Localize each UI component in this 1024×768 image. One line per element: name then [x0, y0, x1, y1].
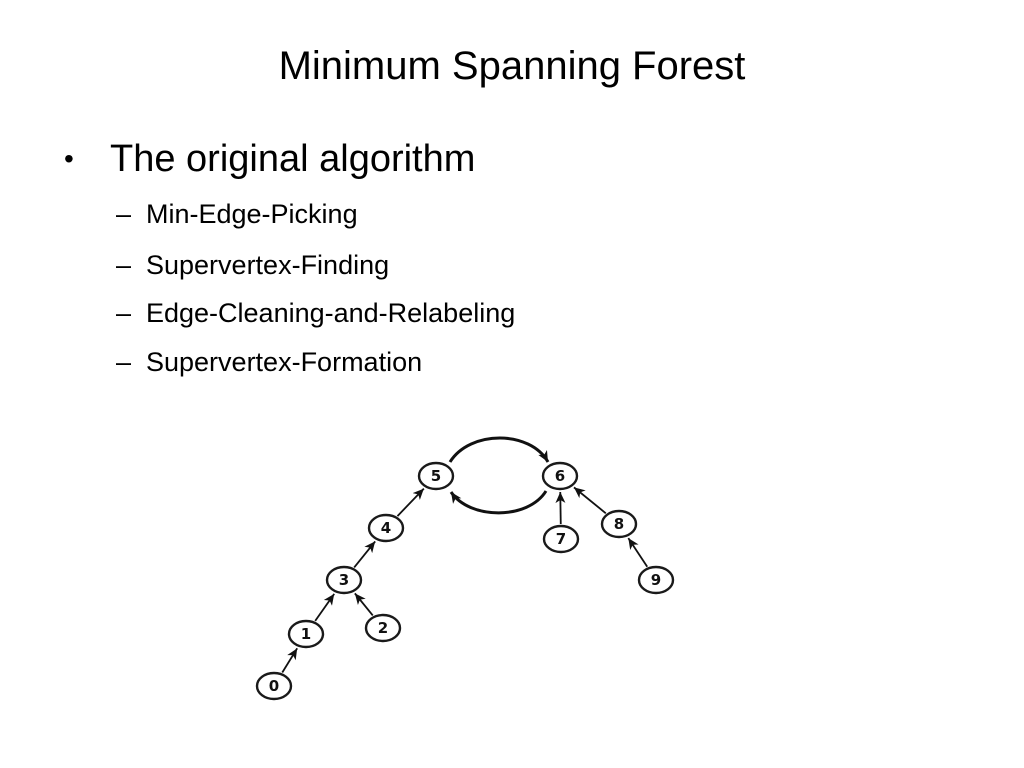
slide-title: Minimum Spanning Forest — [278, 44, 746, 88]
bullet-dot-icon: • — [64, 143, 74, 174]
sub-bullet-min-edge-picking: –Min-Edge-Picking — [116, 196, 358, 232]
node-circle — [255, 671, 293, 701]
edges-layer — [281, 436, 648, 674]
edge-5-to-6 — [448, 436, 550, 463]
main-bullet-text: The original algorithm — [110, 137, 476, 180]
dash-icon: – — [116, 199, 132, 229]
node-circle — [287, 619, 325, 649]
edge-0-to-1 — [281, 647, 298, 674]
node-label: 2 — [378, 619, 388, 637]
node-4: 4 — [367, 513, 405, 543]
sub-bullet-supervertex-finding: –Supervertex-Finding — [116, 247, 389, 283]
dash-icon: – — [116, 347, 132, 377]
node-label: 8 — [614, 515, 624, 533]
node-label: 6 — [555, 467, 565, 485]
node-label: 9 — [651, 571, 661, 589]
dash-icon: – — [116, 298, 132, 328]
node-label: 1 — [301, 625, 311, 643]
node-circle — [417, 461, 455, 491]
edge-1-to-3 — [314, 593, 335, 622]
dash-icon: – — [116, 250, 132, 280]
node-label: 3 — [339, 571, 349, 589]
node-8: 8 — [600, 509, 638, 539]
edge-2-to-3 — [354, 592, 374, 616]
node-9: 9 — [637, 565, 675, 595]
node-circle — [541, 461, 579, 491]
node-3: 3 — [325, 565, 363, 595]
node-7: 7 — [542, 524, 580, 554]
node-1: 1 — [287, 619, 325, 649]
sub-bullet-edge-cleaning-and-relabeling: –Edge-Cleaning-and-Relabeling — [116, 295, 515, 331]
edge-6-to-5 — [449, 490, 548, 515]
node-circle — [325, 565, 363, 595]
sub-bullet-text: Edge-Cleaning-and-Relabeling — [146, 298, 516, 328]
node-label: 0 — [269, 677, 279, 695]
node-circle — [542, 524, 580, 554]
node-label: 4 — [381, 519, 391, 537]
sub-bullet-supervertex-formation: –Supervertex-Formation — [116, 344, 422, 380]
edge-7-to-6 — [555, 491, 566, 525]
node-circle — [600, 509, 638, 539]
edge-8-to-6 — [573, 486, 607, 514]
node-label: 7 — [556, 530, 566, 548]
nodes-layer: 0 1 2 3 4 5 6 7 8 9 — [255, 461, 675, 701]
edge-3-to-4 — [353, 540, 376, 568]
node-6: 6 — [541, 461, 579, 491]
sub-bullet-text: Supervertex-Finding — [146, 250, 390, 280]
main-bullet: • The original algorithm — [64, 134, 475, 184]
node-2: 2 — [364, 613, 402, 643]
node-circle — [367, 513, 405, 543]
sub-bullet-text: Supervertex-Formation — [146, 347, 423, 377]
edge-9-to-8 — [627, 537, 648, 568]
node-5: 5 — [417, 461, 455, 491]
node-0: 0 — [255, 671, 293, 701]
sub-bullet-text: Min-Edge-Picking — [146, 199, 358, 229]
node-circle — [364, 613, 402, 643]
edge-4-to-5 — [396, 488, 425, 517]
node-label: 5 — [431, 467, 441, 485]
node-circle — [637, 565, 675, 595]
